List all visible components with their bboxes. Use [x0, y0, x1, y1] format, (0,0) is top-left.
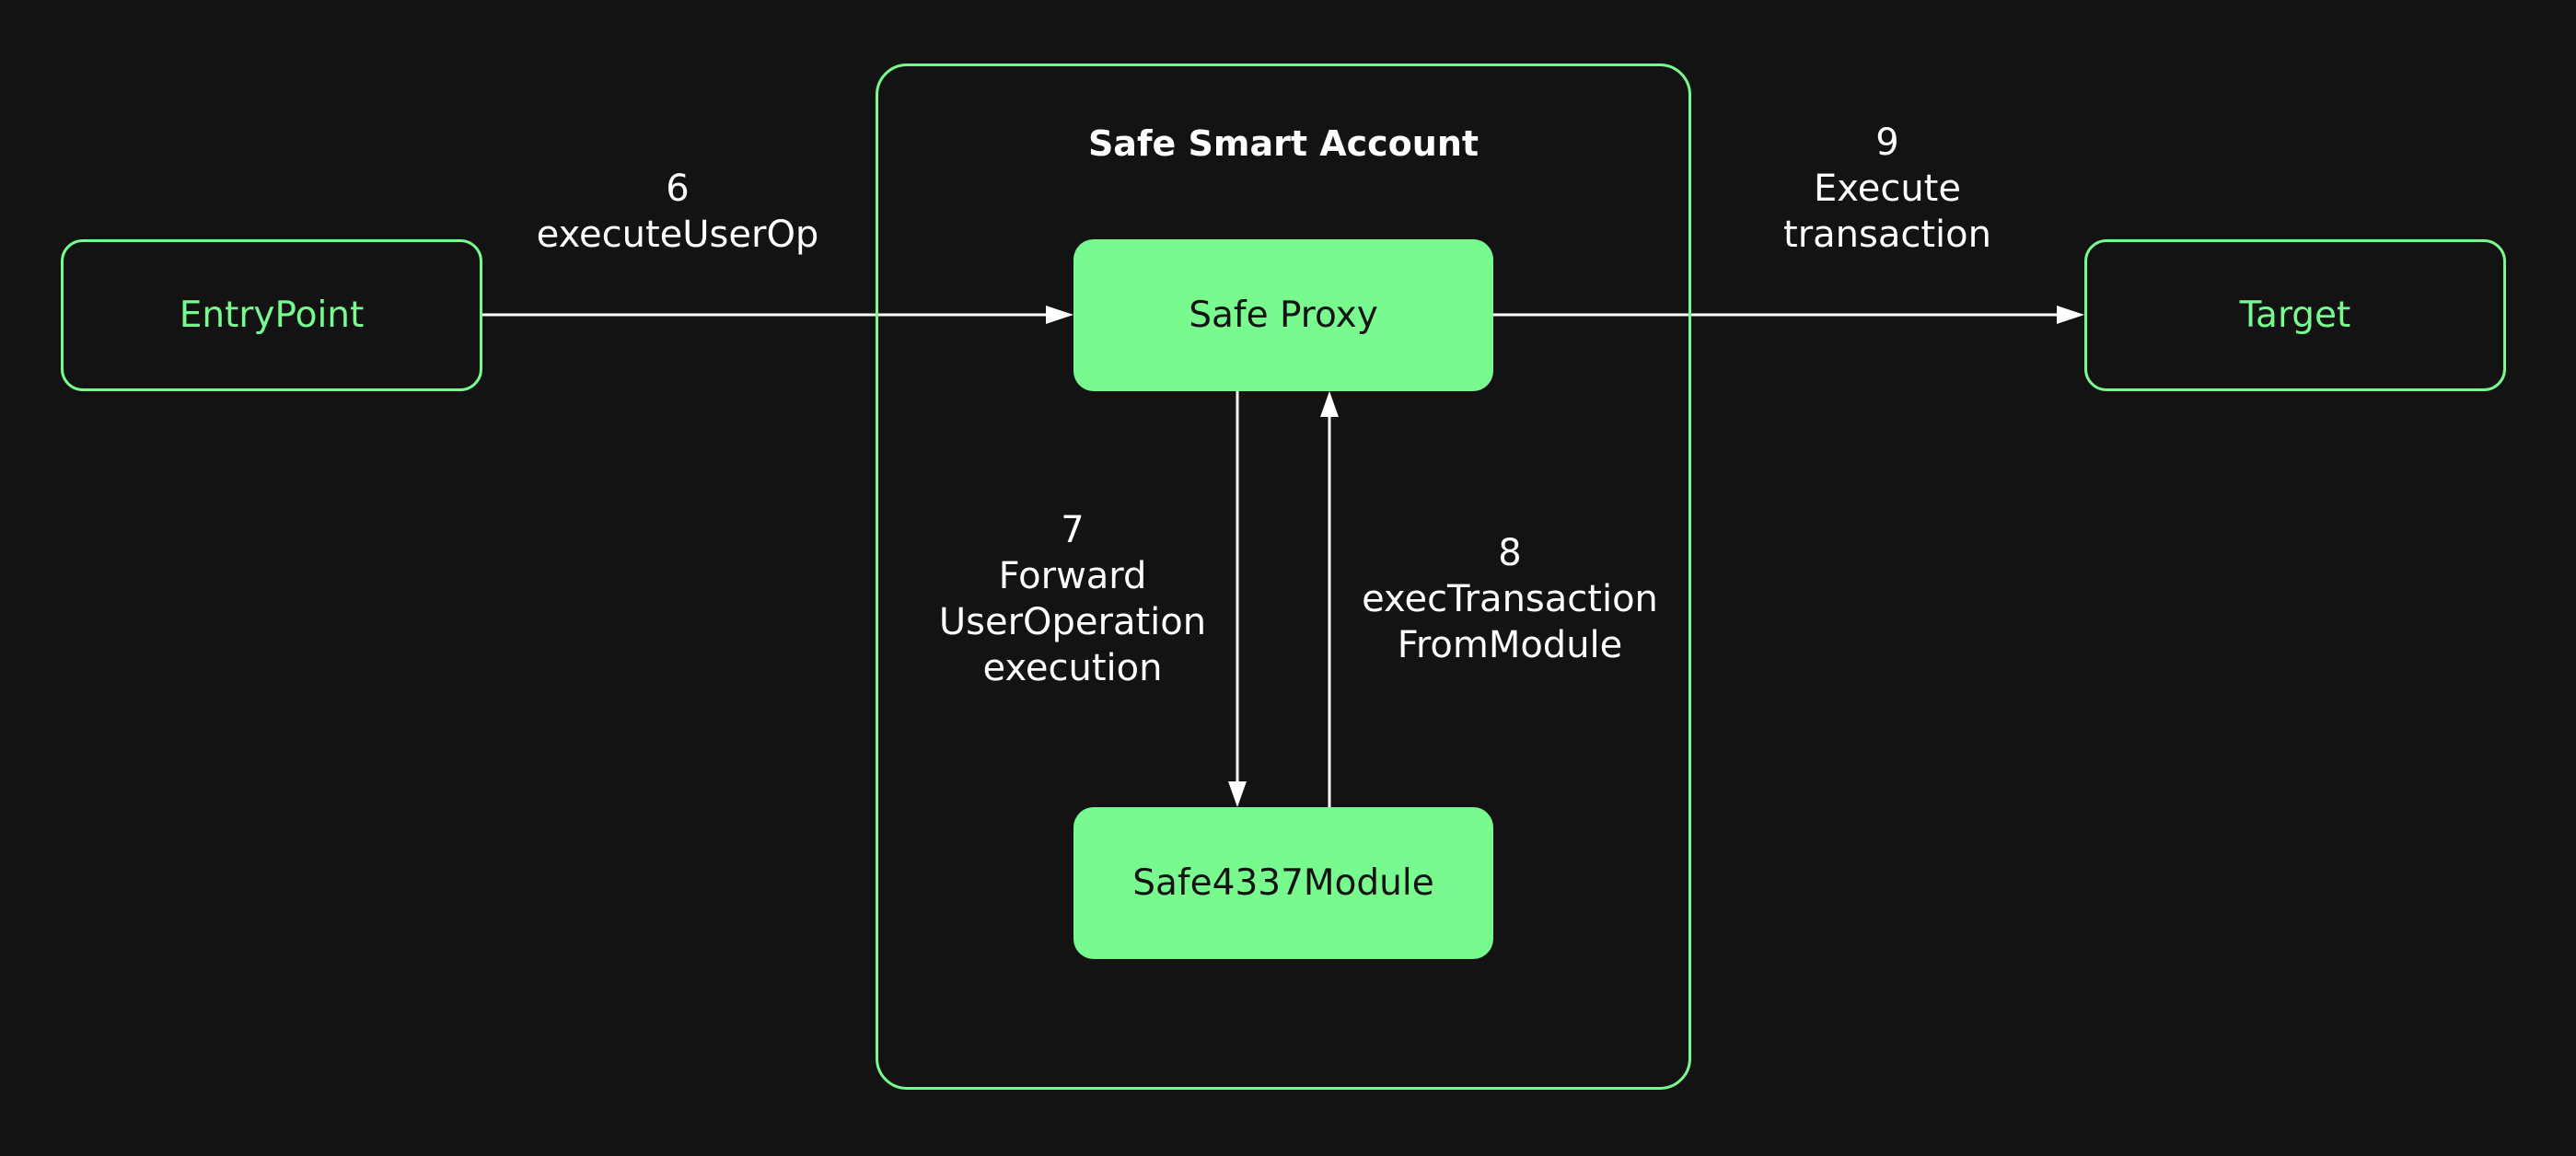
step-9-number: 9 [1875, 121, 1899, 164]
step-9-label: 9 Execute transaction [1758, 120, 2016, 258]
target-node: Target [2084, 239, 2506, 391]
safe-proxy-node: Safe Proxy [1073, 239, 1493, 391]
entrypoint-label: EntryPoint [179, 295, 365, 336]
step-6-label: 6 executeUserOp [493, 166, 862, 258]
group-title: Safe Smart Account [1087, 123, 1479, 164]
step-9-text-line1: Execute [1814, 168, 1961, 210]
safe4337module-node: Safe4337Module [1073, 807, 1493, 959]
step-6-text: executeUserOp [536, 214, 819, 256]
step-8-text-line2: FromModule [1397, 624, 1623, 666]
step-7-text-line1: Forward [998, 555, 1147, 597]
step-8-label: 8 execTransaction FromModule [1344, 530, 1676, 668]
step-6-number: 6 [666, 168, 690, 210]
step-8-text-line1: execTransaction [1362, 578, 1658, 620]
step-7-text-line3: execution [982, 647, 1163, 689]
step-7-number: 7 [1061, 509, 1085, 551]
step-9-text-line2: transaction [1783, 214, 1991, 256]
safe4337module-label: Safe4337Module [1132, 862, 1434, 904]
safe-smart-account-group: Safe Smart Account [876, 64, 1691, 1090]
safe-proxy-label: Safe Proxy [1189, 295, 1378, 336]
step-8-number: 8 [1498, 532, 1522, 574]
target-label: Target [2239, 295, 2351, 336]
step-7-label: 7 Forward UserOperation execution [921, 507, 1224, 691]
step-7-text-line2: UserOperation [938, 601, 1207, 643]
entrypoint-node: EntryPoint [61, 239, 482, 391]
